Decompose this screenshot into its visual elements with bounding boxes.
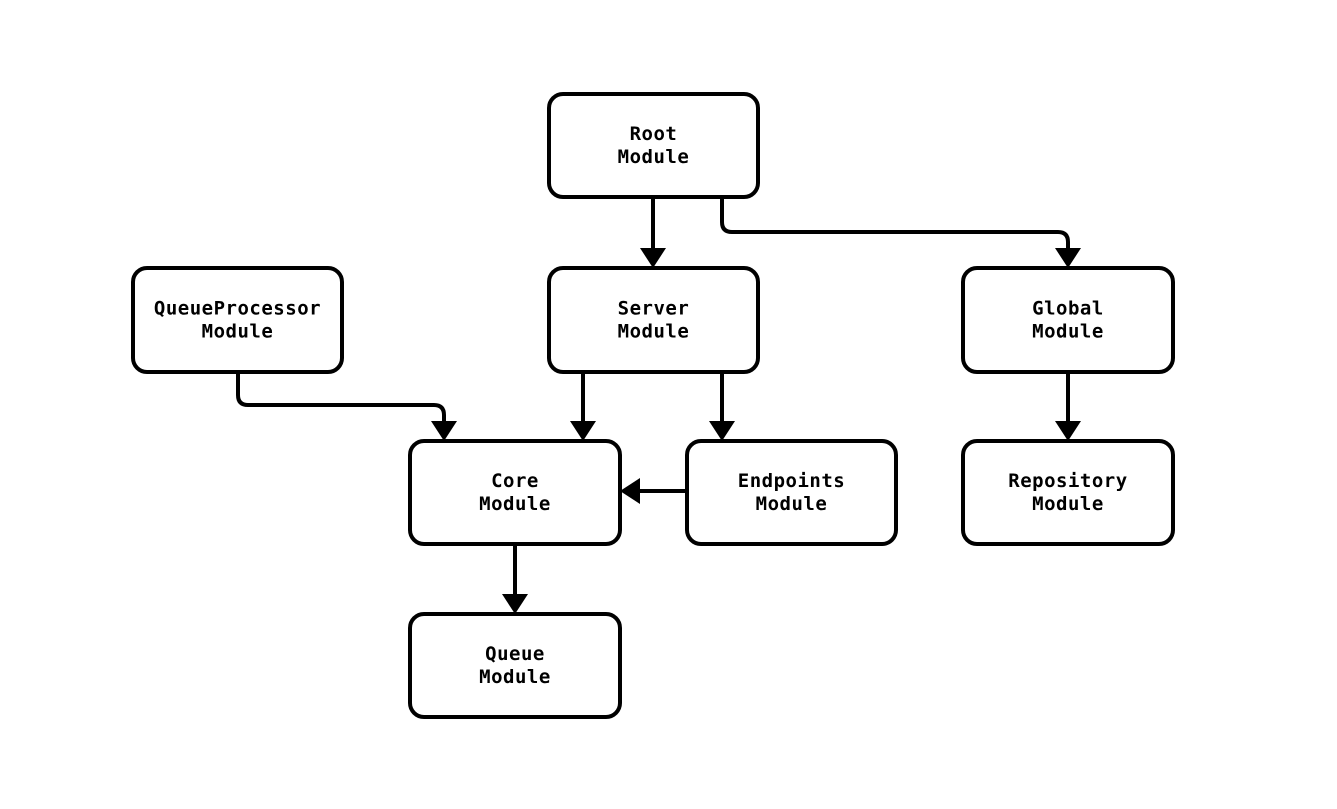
edge-root-to-server — [640, 197, 666, 268]
node-box[interactable] — [961, 439, 1175, 546]
edge-arrowhead — [1055, 421, 1081, 441]
edge-arrowhead — [620, 478, 640, 504]
node-label-line1: Global — [1032, 298, 1104, 320]
node-box[interactable] — [961, 266, 1175, 374]
node-label-line2: Module — [618, 321, 690, 343]
node-label-line1: Repository — [1008, 470, 1127, 492]
edge-line — [236, 372, 446, 425]
node-label-line2: Module — [756, 493, 828, 515]
node-label-line2: Module — [1032, 493, 1104, 515]
node-label-line2: Module — [202, 321, 274, 343]
edge-arrowhead — [502, 594, 528, 614]
node-label-line2: Module — [479, 666, 551, 688]
node-label-line1: Server — [618, 298, 690, 320]
edge-line — [720, 197, 1070, 252]
node-box[interactable] — [547, 266, 760, 374]
node-box[interactable] — [131, 266, 344, 374]
edge-root-to-global — [720, 197, 1081, 268]
edge-endpoints-to-core — [620, 478, 687, 504]
nodes-layer: RootModuleQueueProcessorModuleServerModu… — [131, 92, 1175, 719]
node-label-line2: Module — [479, 493, 551, 515]
edge-core-to-queue — [502, 544, 528, 614]
node-box[interactable] — [408, 612, 622, 719]
node-label-line1: QueueProcessor — [154, 298, 321, 320]
node-label-line2: Module — [1032, 321, 1104, 343]
node-box[interactable] — [685, 439, 898, 546]
edges-layer — [236, 197, 1081, 614]
node-label-line1: Queue — [485, 643, 545, 665]
edge-arrowhead — [709, 421, 735, 441]
edge-queueprocessor-to-core — [236, 372, 457, 441]
edge-arrowhead — [640, 248, 666, 268]
node-label-line1: Core — [491, 470, 539, 492]
node-box[interactable] — [547, 92, 760, 199]
edge-server-to-core — [570, 372, 596, 441]
edge-arrowhead — [431, 421, 457, 441]
edge-arrowhead — [1055, 248, 1081, 268]
node-label-line1: Root — [630, 123, 678, 145]
edge-arrowhead — [570, 421, 596, 441]
node-label-line2: Module — [618, 146, 690, 168]
node-box[interactable] — [408, 439, 622, 546]
edge-server-to-endpoints — [709, 372, 735, 441]
edge-global-to-repository — [1055, 372, 1081, 441]
node-label-line1: Endpoints — [738, 470, 845, 492]
